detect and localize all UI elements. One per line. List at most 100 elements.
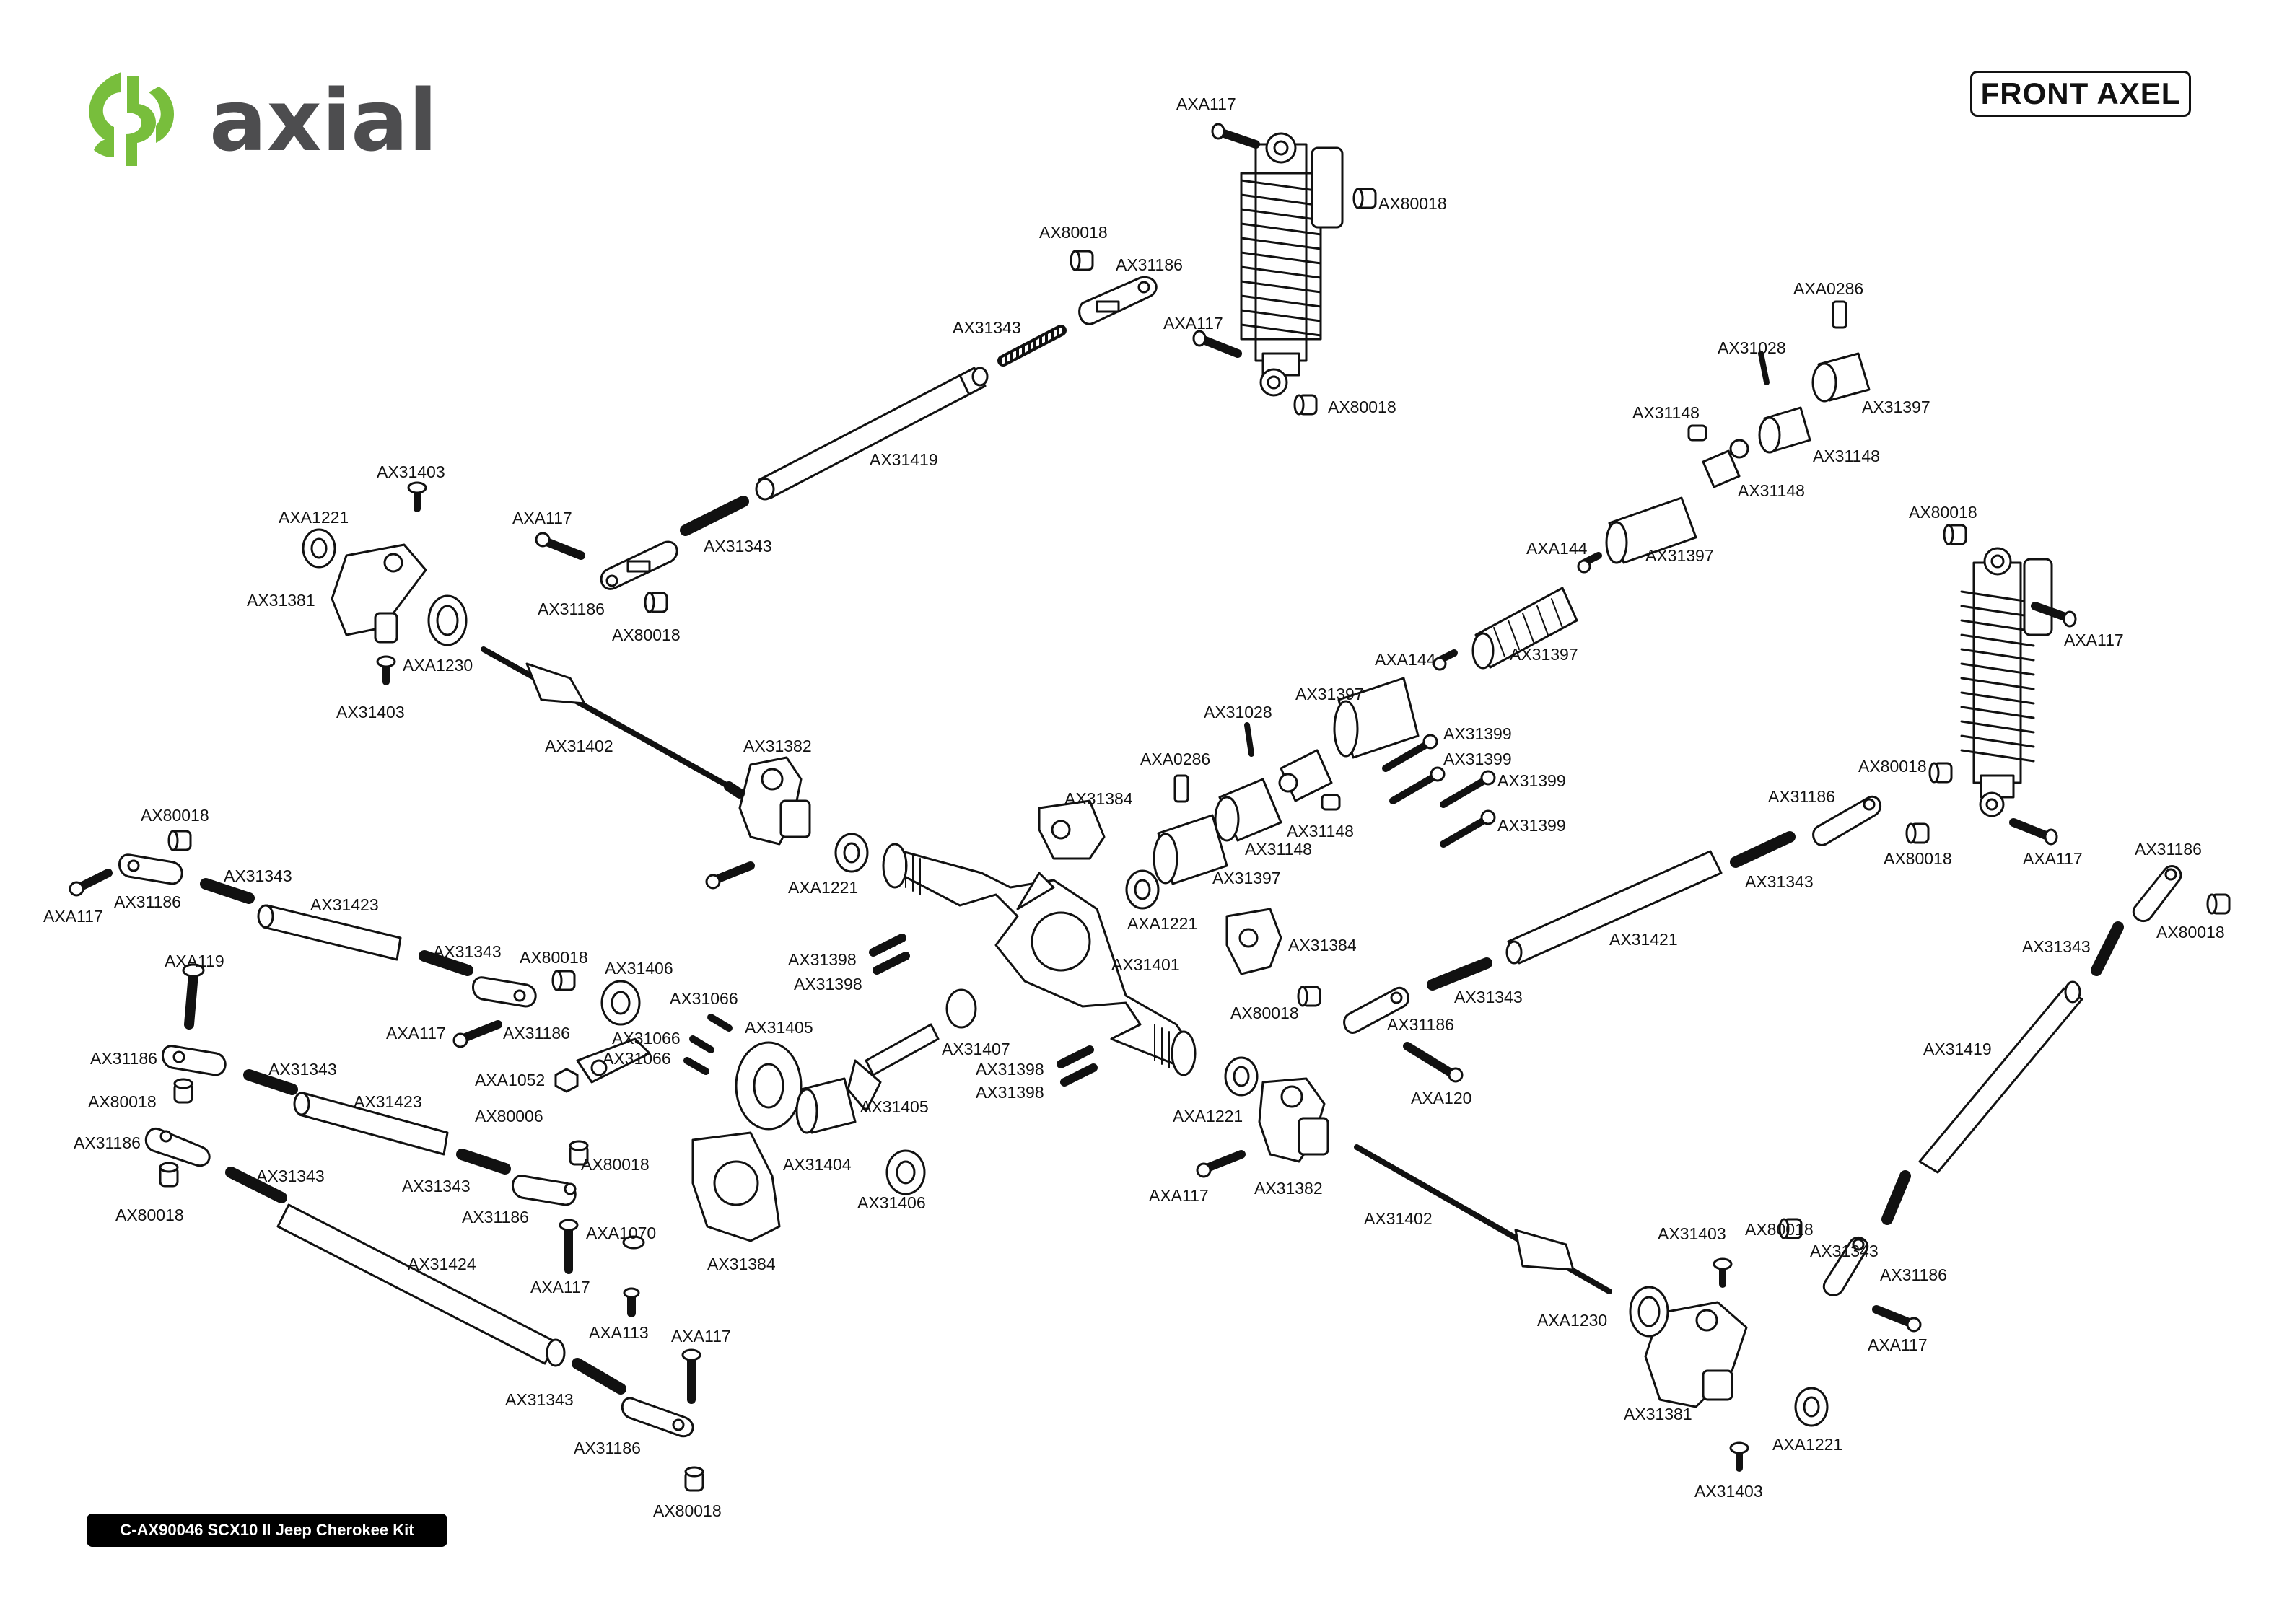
part-label: AXA1221 bbox=[1772, 1435, 1842, 1454]
part-label: AX31186 bbox=[1880, 1265, 1947, 1284]
part-label: AXA117 bbox=[1176, 95, 1236, 113]
part-label: AXA117 bbox=[2023, 849, 2083, 868]
diff-cover bbox=[691, 1131, 781, 1242]
bushing-5 bbox=[1943, 524, 1967, 545]
bushing-3 bbox=[1070, 250, 1094, 271]
bushing-13 bbox=[159, 1162, 179, 1188]
screw-axa117-left bbox=[69, 869, 113, 897]
part-label: AX80018 bbox=[1378, 194, 1447, 213]
part-label: AX31398 bbox=[976, 1083, 1044, 1102]
universal-joint-1 bbox=[1702, 439, 1749, 488]
screw-ax31066-3 bbox=[683, 1057, 709, 1075]
part-label: AX31423 bbox=[310, 895, 379, 914]
screw-shock-right-2 bbox=[2009, 818, 2058, 846]
pin-ax31028-2 bbox=[1244, 722, 1254, 757]
threaded-rod-left-3 bbox=[243, 1069, 298, 1095]
c-hub-right bbox=[1258, 1077, 1329, 1163]
part-label: AXA117 bbox=[386, 1024, 446, 1043]
rod-end-right-2 bbox=[1343, 986, 1409, 1034]
part-label: AX31402 bbox=[545, 737, 613, 755]
bushing-6 bbox=[1928, 762, 1953, 784]
part-label: AXA117 bbox=[43, 907, 103, 926]
screw-axa117-5 bbox=[1196, 1150, 1246, 1178]
part-label: AX31343 bbox=[224, 866, 292, 885]
part-label: AX31405 bbox=[860, 1097, 929, 1116]
link-mount-upper bbox=[1038, 799, 1106, 860]
screw-axa113 bbox=[623, 1287, 640, 1317]
screw-ax31398-2 bbox=[873, 952, 910, 975]
screw-axa119 bbox=[182, 963, 205, 1030]
part-label: AX31186 bbox=[538, 600, 605, 618]
part-label: AX31402 bbox=[1364, 1209, 1433, 1228]
part-label: AX80018 bbox=[653, 1501, 722, 1520]
part-label: AX31384 bbox=[1288, 936, 1357, 954]
part-label: AX31403 bbox=[377, 462, 445, 481]
screw-axa120 bbox=[1403, 1042, 1464, 1083]
c-hub-left bbox=[738, 756, 811, 846]
part-label: AX31382 bbox=[1254, 1179, 1323, 1198]
brand-mark-icon bbox=[89, 72, 175, 166]
part-label: AX80018 bbox=[1884, 849, 1952, 868]
pin-ax31148-1 bbox=[1687, 424, 1707, 442]
driveshaft-yoke-1 bbox=[1811, 352, 1871, 403]
threaded-rod-left-6 bbox=[572, 1358, 626, 1395]
part-label: AX80018 bbox=[520, 948, 588, 967]
link-right-ax31419 bbox=[1918, 980, 2083, 1174]
part-label: AX31343 bbox=[433, 942, 502, 961]
part-label: AXA1230 bbox=[1537, 1311, 1607, 1330]
part-label: AX80018 bbox=[88, 1092, 157, 1111]
part-label: AX31186 bbox=[2135, 840, 2202, 859]
part-label: AXA1221 bbox=[788, 878, 858, 897]
part-label: AX31148 bbox=[1287, 822, 1354, 840]
screw-ax31398-4 bbox=[1060, 1063, 1098, 1087]
part-label: AXA117 bbox=[530, 1278, 590, 1296]
screw-axa117-4 bbox=[452, 1020, 502, 1048]
part-label: AX31404 bbox=[783, 1155, 852, 1174]
part-label: AX31423 bbox=[354, 1092, 422, 1111]
part-label: AX80018 bbox=[1909, 503, 1977, 522]
screw-ax31399-4 bbox=[1440, 809, 1496, 848]
part-label: AX31384 bbox=[707, 1255, 776, 1273]
part-label: AX31403 bbox=[336, 703, 405, 721]
part-label: AXA144 bbox=[1526, 539, 1588, 558]
universal-joint-2 bbox=[1278, 749, 1333, 802]
part-label: AX31343 bbox=[402, 1177, 471, 1195]
upper-link-top bbox=[755, 367, 989, 501]
screw-ax31398-3 bbox=[1057, 1045, 1094, 1068]
axial-logo: axial bbox=[89, 71, 437, 170]
bushing-15 bbox=[684, 1466, 704, 1492]
bushing-7 bbox=[1905, 822, 1930, 844]
part-label: AX80018 bbox=[141, 806, 209, 825]
screw-axa117-6 bbox=[559, 1219, 579, 1274]
rod-end-left-5 bbox=[144, 1127, 211, 1167]
setscrew-axa0286-2 bbox=[1173, 774, 1189, 803]
part-label: AX31343 bbox=[2022, 937, 2091, 956]
bushing-14 bbox=[569, 1140, 589, 1166]
screw-shock-top-1 bbox=[1211, 123, 1260, 149]
bushing-8 bbox=[2206, 893, 2231, 915]
threaded-rod-top bbox=[997, 325, 1067, 367]
part-label: AX31066 bbox=[612, 1029, 681, 1048]
part-label: AXA1052 bbox=[475, 1071, 545, 1089]
link-right-ax31421 bbox=[1505, 850, 1723, 965]
part-label: AX80018 bbox=[1039, 223, 1108, 242]
part-label: AX31399 bbox=[1443, 750, 1512, 768]
part-label: AX31343 bbox=[953, 318, 1021, 337]
part-label: AX31028 bbox=[1204, 703, 1272, 721]
part-label: AX80018 bbox=[612, 626, 681, 644]
part-label: AXA117 bbox=[512, 509, 572, 527]
part-label: AX31397 bbox=[1645, 546, 1714, 565]
part-label: AX31186 bbox=[574, 1439, 641, 1457]
rod-end-left-2 bbox=[472, 976, 537, 1008]
driveshaft-spline bbox=[1471, 587, 1578, 670]
axial-wordmark: axial bbox=[209, 71, 437, 170]
screw-ax31403-3 bbox=[1713, 1257, 1733, 1288]
driveshaft-tube-2 bbox=[1333, 677, 1420, 759]
part-label: AX31397 bbox=[1510, 645, 1578, 664]
part-label: AX31343 bbox=[704, 537, 772, 556]
bearing-1 bbox=[302, 528, 336, 569]
part-label: AX31343 bbox=[505, 1390, 574, 1409]
threaded-rod-right-2 bbox=[1427, 957, 1492, 991]
lower-link-left bbox=[293, 1092, 449, 1156]
screw-axa117-8 bbox=[1872, 1305, 1922, 1333]
